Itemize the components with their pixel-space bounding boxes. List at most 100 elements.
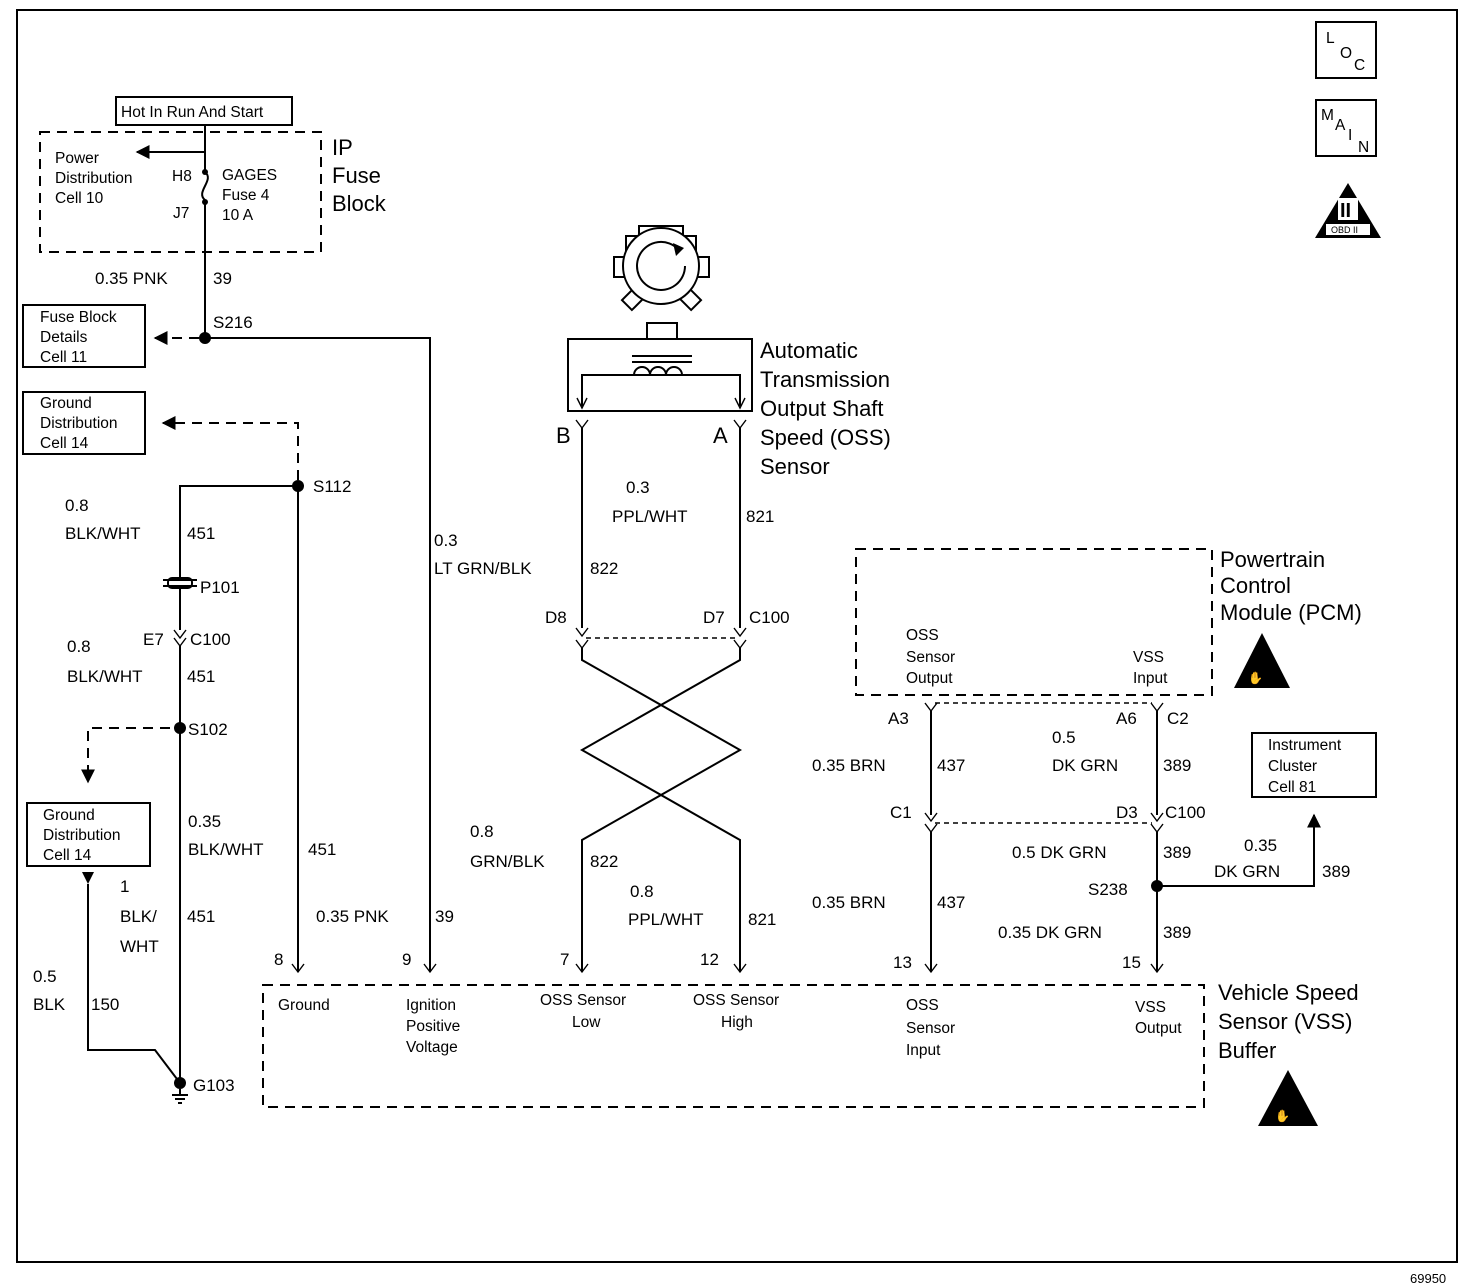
esd-warning-icon: ✋: [1258, 1070, 1318, 1126]
buffer-oss-high-label: OSS Sensor High: [693, 992, 779, 1031]
svg-text:0.8: 0.8: [65, 496, 89, 515]
svg-text:S238: S238: [1088, 880, 1128, 899]
svg-text:Cluster: Cluster: [1268, 758, 1317, 775]
svg-text:Ground: Ground: [40, 395, 92, 412]
esd-warning-icon: ✋: [1234, 633, 1290, 688]
svg-text:H8: H8: [172, 168, 192, 185]
svg-text:II: II: [1340, 200, 1351, 222]
pin-7: 7: [560, 950, 569, 969]
svg-text:Input: Input: [1133, 670, 1168, 687]
svg-text:VSS: VSS: [1135, 999, 1166, 1016]
svg-text:OSS: OSS: [906, 997, 939, 1014]
svg-text:0.5: 0.5: [1052, 728, 1076, 747]
svg-text:Cell 11: Cell 11: [40, 349, 87, 366]
svg-text:WHT: WHT: [120, 937, 159, 956]
wire-821-bottom: [579, 648, 741, 972]
svg-text:822: 822: [590, 852, 618, 871]
svg-text:Positive: Positive: [406, 1018, 460, 1035]
svg-text:L: L: [1326, 30, 1335, 47]
svg-text:E7: E7: [143, 630, 164, 649]
svg-text:Block: Block: [332, 191, 387, 216]
svg-text:389: 389: [1163, 923, 1191, 942]
main-icon[interactable]: M A I N: [1315, 99, 1377, 157]
power-distribution-ref[interactable]: Power Distribution Cell 10: [55, 150, 133, 207]
obd-ii-icon[interactable]: II OBD II: [1315, 183, 1381, 238]
svg-text:Voltage: Voltage: [406, 1039, 458, 1056]
svg-text:✋: ✋: [1275, 1109, 1290, 1123]
svg-text:PPL/WHT: PPL/WHT: [628, 910, 704, 929]
svg-text:451: 451: [187, 524, 215, 543]
pin-8: 8: [274, 950, 283, 969]
svg-text:Fuse: Fuse: [332, 163, 381, 188]
hot-in-run-label: Hot In Run And Start: [121, 104, 264, 121]
ground-distribution-ref-top[interactable]: [22, 391, 146, 455]
pin-13: 13: [893, 953, 912, 972]
vss-buffer-box: [262, 984, 1205, 1108]
svg-text:Fuse Block: Fuse Block: [40, 309, 117, 326]
pcm-title: Powertrain Control Module (PCM): [1220, 547, 1362, 625]
svg-text:Sensor (VSS): Sensor (VSS): [1218, 1009, 1353, 1034]
ground-distribution-ref-bottom[interactable]: [26, 802, 151, 867]
svg-text:Output Shaft: Output Shaft: [760, 396, 884, 421]
svg-text:OBD II: OBD II: [1331, 225, 1358, 235]
svg-text:10 A: 10 A: [222, 207, 254, 224]
pin-15: 15: [1122, 953, 1141, 972]
svg-text:OSS Sensor: OSS Sensor: [540, 992, 626, 1009]
svg-text:DK GRN: DK GRN: [1214, 862, 1280, 881]
svg-text:D8: D8: [545, 608, 567, 627]
svg-text:437: 437: [937, 756, 965, 775]
svg-text:Buffer: Buffer: [1218, 1038, 1276, 1063]
svg-text:BLK/WHT: BLK/WHT: [188, 840, 264, 859]
buffer-ignition-label: Ignition Positive Voltage: [406, 997, 460, 1056]
svg-text:C100: C100: [749, 608, 790, 627]
svg-text:C100: C100: [190, 630, 231, 649]
svg-text:0.35 BRN: 0.35 BRN: [812, 893, 886, 912]
ip-fuse-block-box: [39, 131, 322, 253]
svg-text:GAGES: GAGES: [222, 167, 277, 184]
svg-text:Module (PCM): Module (PCM): [1220, 600, 1362, 625]
fuse-symbol: [201, 171, 209, 201]
svg-text:N: N: [1358, 139, 1369, 156]
svg-text:Fuse 4: Fuse 4: [222, 187, 270, 204]
svg-text:VSS: VSS: [1133, 649, 1164, 666]
fuse-block-details-ref[interactable]: [22, 304, 146, 368]
diagram-frame: [16, 9, 1458, 1263]
splice-s102: [174, 722, 186, 734]
svg-text:0.5 DK GRN: 0.5 DK GRN: [1012, 843, 1106, 862]
svg-text:Control: Control: [1220, 573, 1291, 598]
svg-text:451: 451: [187, 907, 215, 926]
svg-text:BLK/WHT: BLK/WHT: [65, 524, 141, 543]
svg-text:Distribution: Distribution: [43, 827, 121, 844]
svg-text:0.8: 0.8: [67, 637, 91, 656]
vss-buffer-title: Vehicle Speed Sensor (VSS) Buffer: [1218, 980, 1359, 1063]
svg-text:Powertrain: Powertrain: [1220, 547, 1325, 572]
svg-text:A3: A3: [888, 709, 909, 728]
svg-text:Output: Output: [1135, 1020, 1182, 1037]
svg-text:OSS: OSS: [906, 627, 939, 644]
pin-9: 9: [402, 950, 411, 969]
svg-text:Low: Low: [572, 1014, 601, 1031]
svg-text:0.35 PNK: 0.35 PNK: [95, 269, 168, 288]
svg-text:PPL/WHT: PPL/WHT: [612, 507, 688, 526]
svg-text:821: 821: [746, 507, 774, 526]
svg-text:Sensor: Sensor: [760, 454, 830, 479]
loc-icon[interactable]: L O C: [1315, 21, 1377, 79]
instrument-cluster-ref[interactable]: [1251, 732, 1377, 798]
svg-text:0.35 PNK: 0.35 PNK: [316, 907, 389, 926]
svg-text:C: C: [1354, 57, 1365, 74]
svg-text:0.8: 0.8: [630, 882, 654, 901]
svg-text:Cell 10: Cell 10: [55, 190, 104, 207]
svg-text:Vehicle Speed: Vehicle Speed: [1218, 980, 1359, 1005]
wire-822-bottom: [581, 648, 743, 972]
ip-fuse-block-title: IP Fuse Block: [332, 135, 387, 216]
svg-text:LT GRN/BLK: LT GRN/BLK: [434, 559, 532, 578]
pcm-box: [855, 548, 1213, 696]
svg-text:GRN/BLK: GRN/BLK: [470, 852, 545, 871]
ground-g103: [174, 1077, 186, 1089]
svg-text:D3: D3: [1116, 803, 1138, 822]
pcm-vss-input-label: VSS Input: [1133, 649, 1168, 687]
svg-text:A: A: [1335, 117, 1346, 134]
svg-text:Automatic: Automatic: [760, 338, 858, 363]
svg-text:OSS Sensor: OSS Sensor: [693, 992, 779, 1009]
svg-text:C1: C1: [890, 803, 912, 822]
